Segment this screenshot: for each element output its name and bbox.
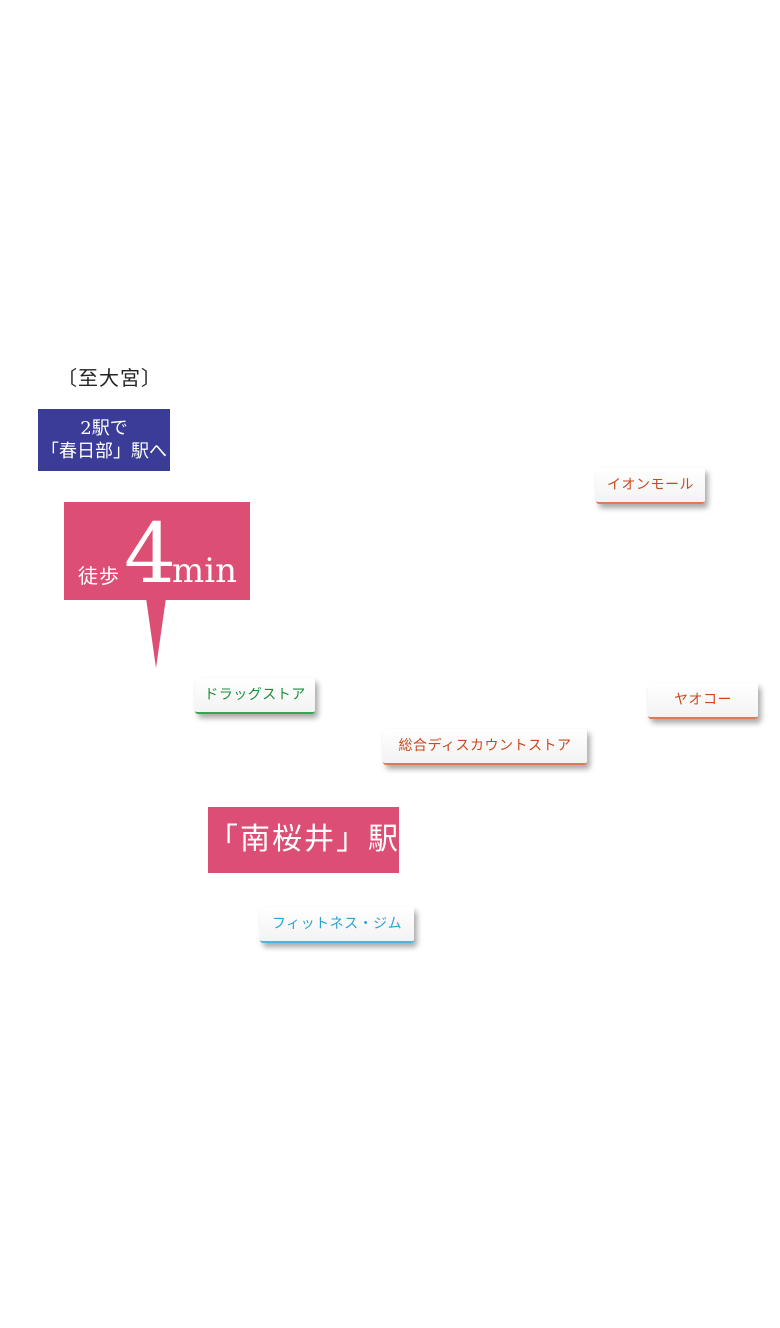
- express-info-box: 2駅で 「春日部」駅へ: [38, 409, 170, 471]
- facility-tag-yaoko[interactable]: ヤオコー: [648, 683, 758, 719]
- walk-label: 徒歩: [78, 564, 120, 588]
- walk-unit: min: [172, 551, 238, 591]
- express-info-line2: 「春日部」駅へ: [41, 441, 167, 462]
- facility-tag-drugstore[interactable]: ドラッグストア: [195, 678, 315, 714]
- facility-label: フィットネス・ジム: [271, 916, 403, 932]
- facility-label: ヤオコー: [674, 692, 732, 708]
- facility-tag-aeon-mall[interactable]: イオンモール: [596, 468, 705, 504]
- station-label: 「南桜井」駅: [208, 807, 399, 873]
- express-info-line1: 2駅で: [80, 418, 128, 439]
- facility-label: 総合ディスカウントストア: [398, 738, 572, 754]
- facility-tag-discount-store[interactable]: 総合ディスカウントストア: [383, 729, 587, 765]
- facility-label: イオンモール: [607, 477, 694, 493]
- facility-tag-fitness-gym[interactable]: フィットネス・ジム: [260, 907, 414, 943]
- walk-minutes: 4: [124, 507, 177, 602]
- facility-label: ドラッグストア: [204, 687, 306, 703]
- direction-label: 〔至大宮〕: [57, 366, 162, 390]
- walk-time-callout: 徒歩 4 min: [64, 502, 250, 600]
